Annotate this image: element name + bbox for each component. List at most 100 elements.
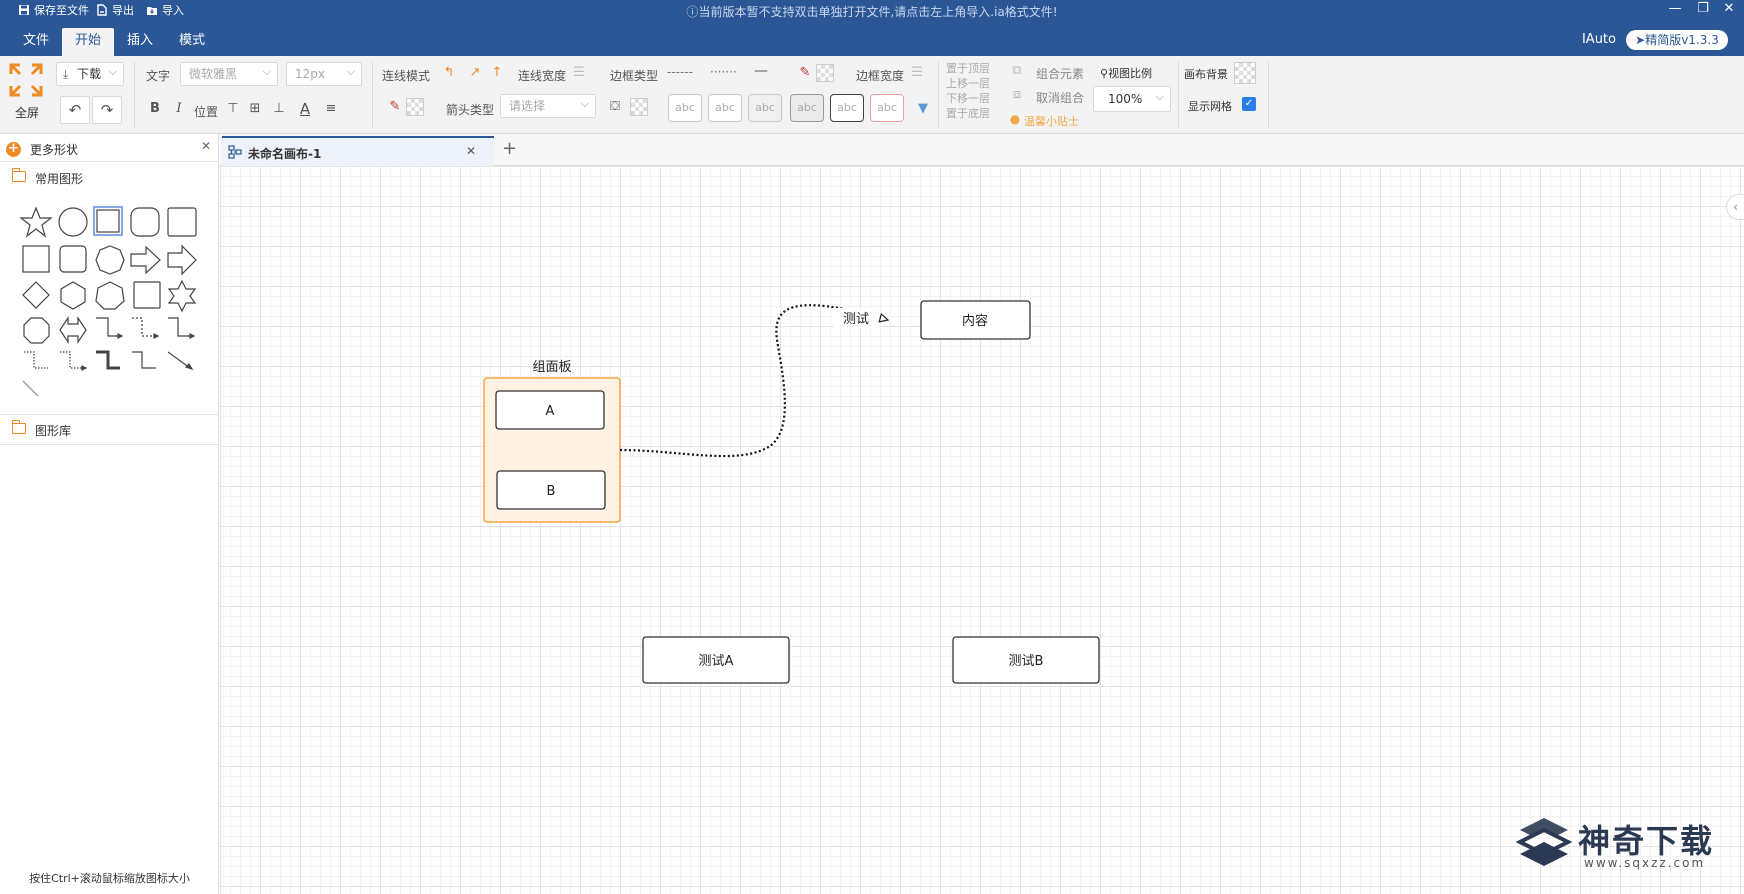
download-select[interactable]: ⤓ 下载 (56, 61, 124, 86)
bold-icon[interactable]: B (150, 101, 160, 116)
border-solid-icon[interactable]: — (754, 63, 768, 79)
line-straight-icon[interactable]: ↑ (491, 65, 503, 80)
more-styles-chevron-icon[interactable]: ▼ (918, 101, 928, 116)
drawing-canvas[interactable]: 组面板 A B 测试 内容 测试A 测试B ‹ (220, 166, 1744, 894)
close-icon[interactable]: ✕ (200, 139, 211, 153)
redo-button[interactable]: ↷ (92, 96, 122, 124)
show-grid-checkbox[interactable]: ✓ (1242, 97, 1256, 111)
border-dash-long-icon[interactable]: ------ (667, 65, 693, 79)
align-middle-icon[interactable]: ⊞ (249, 101, 261, 116)
node-test-a[interactable] (642, 636, 790, 684)
connector-elbow-4-icon[interactable] (132, 351, 156, 369)
export-button[interactable]: 导出 (96, 2, 134, 18)
square-small-shape-icon[interactable] (133, 281, 161, 309)
align-top-icon[interactable]: ⊤ (227, 101, 239, 116)
canvas-bg-swatch[interactable] (1234, 62, 1256, 84)
plus-circle-icon[interactable]: + (6, 142, 21, 157)
more-shapes-title[interactable]: 更多形状 (30, 143, 79, 157)
circle-shape-icon[interactable] (58, 207, 88, 237)
border-dash-dot-icon[interactable]: ······· (710, 65, 737, 79)
collapse-panel-chevron-icon[interactable]: ‹ (1726, 194, 1744, 220)
diamond-shape-icon[interactable] (22, 281, 50, 309)
square-plain-shape-icon[interactable] (22, 245, 50, 273)
move-up-button[interactable]: 上移一层 (946, 77, 990, 90)
send-to-back-button[interactable]: 置于底层 (946, 107, 990, 120)
group-panel-title[interactable]: 组面板 (532, 360, 571, 375)
restore-window-icon[interactable]: ❐ (1697, 1, 1709, 16)
line-color-icon[interactable]: ✎ (389, 99, 401, 114)
hexagon-shape-icon[interactable] (60, 281, 86, 310)
arrow-type-select[interactable]: 请选择 (500, 93, 596, 118)
connector-diagonal-arrow-icon[interactable] (167, 351, 194, 371)
node-b[interactable] (496, 470, 606, 510)
menu-mode[interactable]: 模式 (178, 33, 205, 48)
close-window-icon[interactable]: ✕ (1723, 1, 1735, 16)
close-tab-icon[interactable]: ✕ (465, 144, 476, 158)
fill-color-swatch[interactable] (630, 98, 648, 116)
line-color-swatch[interactable] (406, 98, 424, 116)
star-shape-icon[interactable] (19, 206, 53, 238)
edge-label[interactable]: 测试 (843, 312, 869, 327)
zoom-select[interactable]: 100% (1093, 85, 1171, 112)
position-label[interactable]: 位置 (194, 105, 219, 119)
font-family-select[interactable]: 微软雅黑 (180, 61, 278, 86)
style-preset-1[interactable]: abc (668, 94, 702, 122)
style-preset-3[interactable]: abc (748, 94, 782, 122)
arrow-right-shape-icon[interactable] (130, 245, 161, 275)
double-arrow-shape-icon[interactable] (59, 316, 87, 344)
menu-insert[interactable]: 插入 (126, 33, 153, 48)
common-shapes-folder[interactable]: 常用图形 (0, 164, 219, 190)
move-down-button[interactable]: 下移一层 (946, 92, 990, 105)
rounded-rect-shape-icon[interactable] (130, 207, 160, 237)
connector-elbow-1-icon[interactable] (96, 317, 124, 339)
font-size-select[interactable]: 12px (286, 61, 362, 86)
node-a[interactable] (495, 390, 605, 430)
style-preset-2[interactable]: abc (708, 94, 742, 122)
shape-library-folder[interactable]: 图形库 (0, 416, 219, 442)
menu-start[interactable]: 开始 (62, 28, 114, 56)
menu-file[interactable]: 文件 (22, 33, 49, 48)
ungroup-button[interactable]: 取消组合 (1036, 91, 1085, 105)
line-elbow-icon[interactable]: ↰ (443, 65, 455, 80)
import-button[interactable]: 导入 (146, 2, 184, 18)
connector-thick-icon[interactable] (96, 350, 120, 370)
version-badge[interactable]: ➤精简版v1.3.3 (1626, 30, 1728, 50)
connector-curve[interactable] (619, 304, 888, 458)
add-tab-icon[interactable]: + (502, 138, 518, 159)
arrow-right-wide-shape-icon[interactable] (167, 244, 197, 276)
style-preset-4[interactable]: abc (790, 94, 824, 122)
node-test-b[interactable] (952, 636, 1100, 684)
align-bottom-icon[interactable]: ⊥ (273, 101, 285, 116)
line-curve-icon[interactable]: ↗ (469, 65, 481, 80)
save-to-file-button[interactable]: 保存至文件 (18, 2, 89, 18)
fullscreen-button[interactable] (8, 62, 44, 98)
rounded-square-shape-icon[interactable] (59, 245, 87, 273)
fill-bucket-icon[interactable]: ⛋ (610, 99, 620, 114)
connector-elbow-2-icon[interactable] (132, 317, 160, 339)
style-preset-5[interactable]: abc (830, 94, 864, 122)
bring-to-front-button[interactable]: 置于顶层 (946, 62, 990, 75)
square-shape-icon[interactable] (167, 207, 197, 237)
connector-elbow-3-icon[interactable] (168, 317, 196, 339)
style-preset-6[interactable]: abc (870, 94, 904, 122)
italic-icon[interactable]: I (176, 101, 182, 116)
minimize-icon[interactable]: — (1668, 1, 1682, 16)
border-width-icon[interactable]: ☰ (911, 65, 923, 80)
heptagon-shape-icon[interactable] (95, 281, 125, 310)
connector-dotted-1-icon[interactable] (24, 351, 48, 369)
tips-link[interactable]: 温馨小贴士 (1024, 115, 1079, 128)
rectangle-shape-icon[interactable] (93, 206, 123, 236)
six-point-star-shape-icon[interactable] (167, 279, 197, 313)
border-color-icon[interactable]: ✎ (799, 65, 811, 80)
text-align-center-icon[interactable]: ≡ (325, 101, 337, 116)
group-elements-button[interactable]: 组合元素 (1036, 67, 1085, 81)
border-color-swatch[interactable] (816, 64, 834, 82)
undo-button[interactable]: ↶ (60, 96, 90, 124)
line-width-icon[interactable]: ☰ (573, 65, 585, 80)
tab-untitled-canvas[interactable]: 未命名画布-1 ✕ (222, 136, 494, 166)
node-content[interactable] (920, 300, 1031, 340)
font-color-icon[interactable]: A (299, 100, 311, 118)
octagon-alt-shape-icon[interactable] (23, 317, 50, 344)
line-diagonal-icon[interactable] (22, 380, 39, 397)
connector-dotted-2-icon[interactable] (60, 351, 88, 371)
